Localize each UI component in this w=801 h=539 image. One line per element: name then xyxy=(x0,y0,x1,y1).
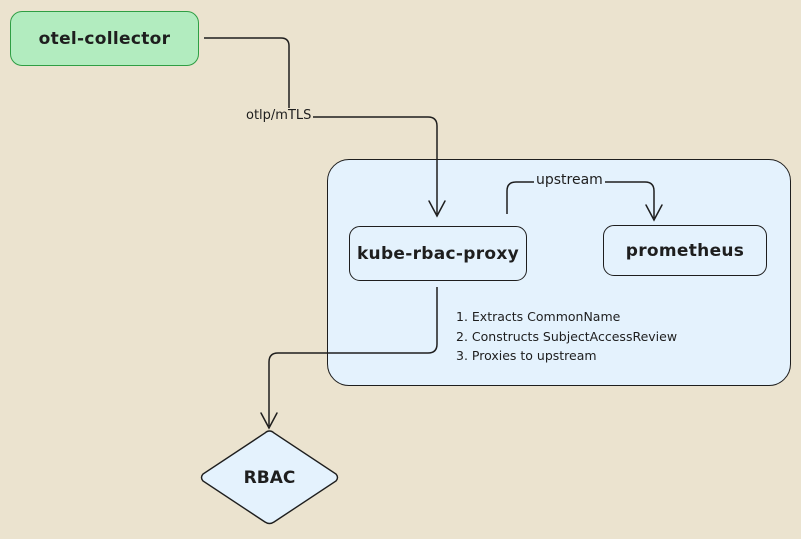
edge-otlp-connector xyxy=(204,37,438,214)
otel-collector-label: otel-collector xyxy=(38,28,171,49)
proxy-step-item: 1. Extracts CommonName xyxy=(456,309,621,324)
edge-otlp-arrowhead xyxy=(428,200,446,218)
otlp-mtls-edge-label: otlp/mTLS xyxy=(244,108,314,123)
rbac-label: RBAC xyxy=(243,468,296,488)
proxy-step-item: 2. Constructs SubjectAccessReview xyxy=(456,328,678,344)
kube-rbac-proxy-label: kube-rbac-proxy xyxy=(356,243,520,264)
proxy-step-item: 3. Proxies to upstream xyxy=(456,348,597,363)
prometheus-node[interactable]: prometheus xyxy=(603,225,767,276)
kube-rbac-proxy-node[interactable]: kube-rbac-proxy xyxy=(349,226,527,281)
upstream-edge-label: upstream xyxy=(534,172,605,188)
edge-rbac-arrowhead xyxy=(260,412,278,430)
otel-collector-node[interactable]: otel-collector xyxy=(10,11,199,66)
rbac-node[interactable]: RBAC xyxy=(200,430,339,526)
rbac-diamond-shape xyxy=(200,430,339,525)
prometheus-label: prometheus xyxy=(625,240,745,261)
edge-rbac-connector xyxy=(268,287,438,426)
edge-upstream-arrowhead xyxy=(645,204,663,222)
proxy-steps-list: 1. Extracts CommonName 2. Constructs Sub… xyxy=(456,307,677,366)
